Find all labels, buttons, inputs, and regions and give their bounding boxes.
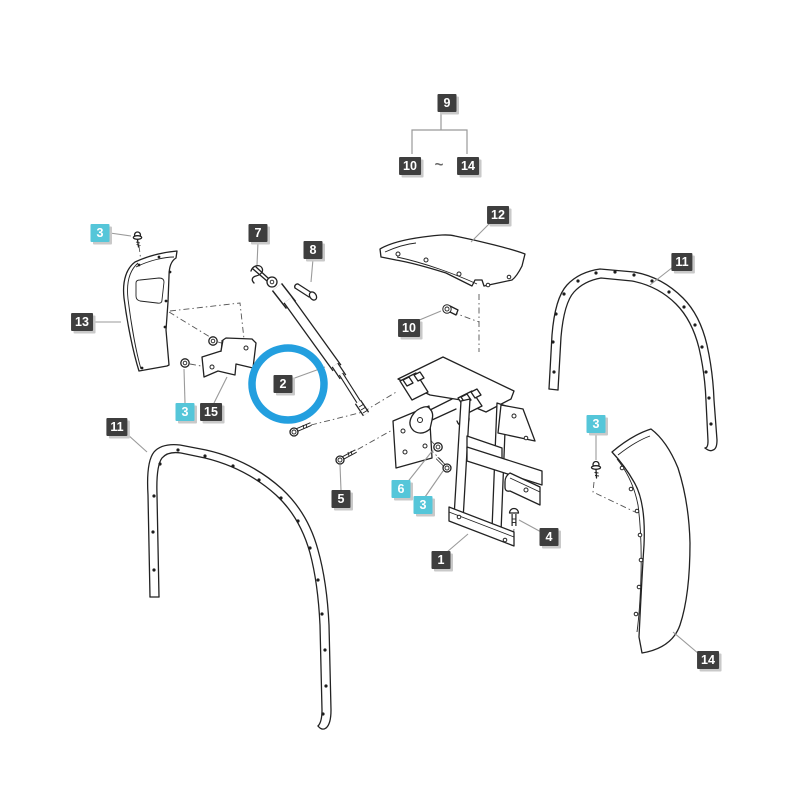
part-label-11-right[interactable]: 11: [671, 253, 693, 271]
part-label-5[interactable]: 5: [331, 490, 351, 508]
part-7-cotter-pin: [250, 264, 269, 284]
part-label-15[interactable]: 15: [200, 403, 222, 421]
bolts-5: [289, 422, 357, 465]
part-label-3-c[interactable]: 3: [413, 496, 433, 514]
bolt-4: [508, 507, 520, 526]
part-label-3-a[interactable]: 3: [90, 224, 110, 242]
group-range-separator: ~: [434, 156, 444, 174]
part-label-8[interactable]: 8: [303, 241, 323, 259]
bolt-10: [442, 304, 459, 316]
part-label-7[interactable]: 7: [248, 224, 268, 242]
part-label-2[interactable]: 2: [273, 375, 293, 393]
screw-3-a: [132, 231, 143, 248]
part-label-11-left[interactable]: 11: [106, 418, 128, 436]
part-2-gas-strut: [266, 276, 370, 417]
part-1-frame: [392, 356, 543, 547]
screw-3-c: [435, 456, 452, 473]
nut-6: [433, 442, 443, 452]
part-13-panel: [122, 250, 178, 372]
part-label-9[interactable]: 9: [437, 94, 457, 112]
part-11-left-trim: [146, 444, 332, 730]
part-8-clevis-pin: [294, 283, 318, 301]
part-label-6[interactable]: 6: [391, 480, 411, 498]
part-12-cover: [379, 234, 526, 288]
part-15-bracket: [180, 336, 257, 378]
group-bracket-lines: [411, 113, 468, 154]
part-11-right-trim: [548, 268, 718, 452]
part-label-3-d[interactable]: 3: [586, 415, 606, 433]
part-label-10-group[interactable]: 10: [399, 157, 421, 175]
part-label-13[interactable]: 13: [71, 313, 93, 331]
screw-3-d: [590, 460, 602, 479]
part-label-1[interactable]: 1: [431, 551, 451, 569]
part-label-4[interactable]: 4: [539, 528, 559, 546]
part-label-14-group[interactable]: 14: [457, 157, 479, 175]
part-label-12[interactable]: 12: [487, 206, 509, 224]
part-label-3-b[interactable]: 3: [175, 403, 195, 421]
part-label-10[interactable]: 10: [398, 319, 420, 337]
highlight-ring: [248, 344, 328, 424]
part-label-14[interactable]: 14: [697, 651, 719, 669]
part-14-panel: [611, 428, 691, 654]
